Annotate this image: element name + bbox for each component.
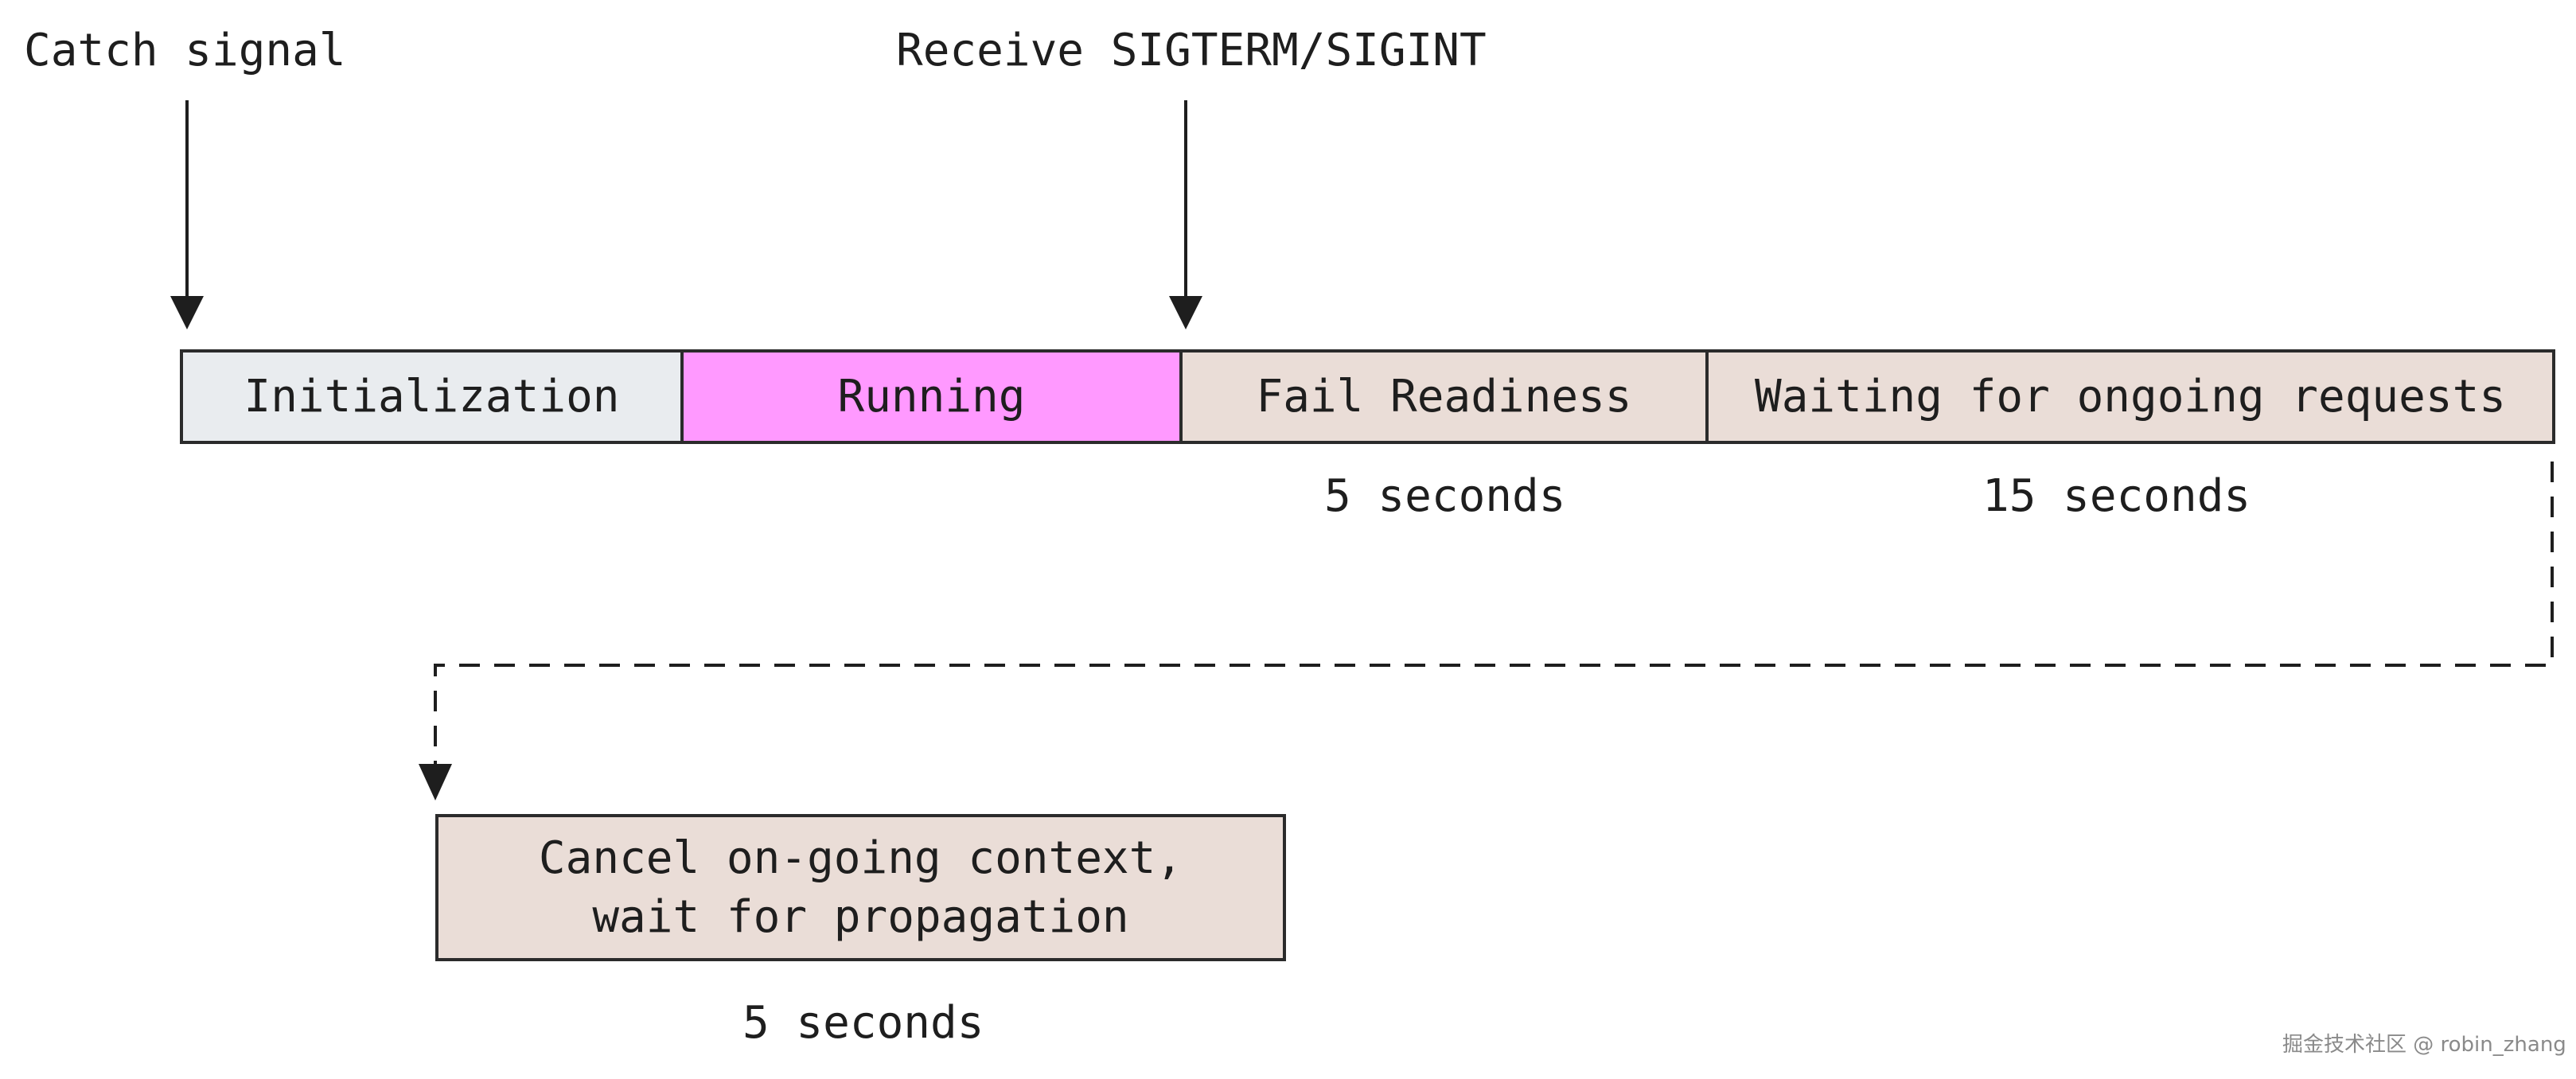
waiting-requests-duration: 15 seconds xyxy=(1982,470,2251,522)
dashed-connector-arrow xyxy=(419,462,2554,800)
cancel-context-line1: Cancel on-going context, xyxy=(538,832,1183,884)
catch-signal-arrow xyxy=(170,100,204,329)
phase-waiting-requests-label: Waiting for ongoing requests xyxy=(1754,371,2506,423)
phase-running: Running xyxy=(680,349,1183,444)
watermark: 掘金技术社区 @ robin_zhang xyxy=(2282,1033,2566,1057)
cancel-context-line2: wait for propagation xyxy=(592,890,1129,943)
receive-signal-label: Receive SIGTERM/SIGINT xyxy=(896,25,1487,76)
phase-fail-readiness-label: Fail Readiness xyxy=(1256,371,1632,423)
catch-signal-label: Catch signal xyxy=(24,25,346,76)
phase-cancel-context: Cancel on-going context, wait for propag… xyxy=(435,814,1286,961)
fail-readiness-duration: 5 seconds xyxy=(1324,470,1566,522)
phase-waiting-requests: Waiting for ongoing requests xyxy=(1705,349,2555,444)
receive-sigterm-arrow xyxy=(1169,100,1202,329)
phase-running-label: Running xyxy=(837,371,1026,423)
phase-fail-readiness: Fail Readiness xyxy=(1179,349,1709,444)
phase-initialization-label: Initialization xyxy=(244,371,620,423)
cancel-context-duration: 5 seconds xyxy=(742,997,984,1049)
phase-initialization: Initialization xyxy=(180,349,684,444)
